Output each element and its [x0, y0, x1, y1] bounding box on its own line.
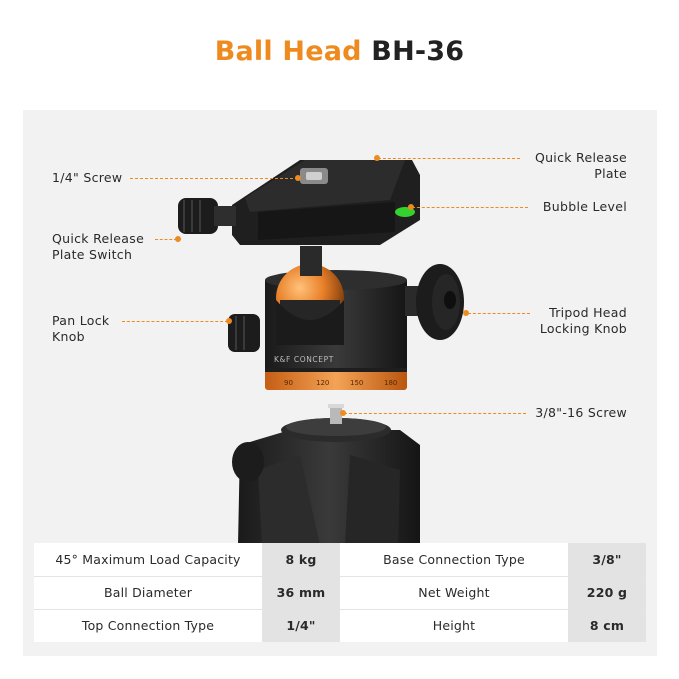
callout-qr-plate: Quick Release Plate: [535, 150, 627, 182]
quick-release-clamp: [232, 160, 420, 245]
table-row: Ball Diameter 36 mm Net Weight 220 g: [34, 576, 646, 610]
leader-line: [344, 413, 526, 414]
callout-pan-lock: Pan Lock Knob: [52, 313, 109, 345]
leader-line: [155, 239, 177, 240]
qr-switch-knob: [178, 198, 236, 234]
callout-pan-lock-line2: Knob: [52, 329, 85, 344]
tripod-base: [232, 404, 420, 545]
dial-mark: 150: [350, 379, 363, 387]
spec-label: 45° Maximum Load Capacity: [34, 543, 262, 577]
tripod-locking-knob: [405, 264, 464, 340]
title-model: BH-36: [371, 36, 465, 67]
callout-qr-switch-line2: Plate Switch: [52, 247, 133, 262]
spec-label: Net Weight: [340, 576, 568, 610]
leader-line: [122, 321, 228, 322]
dial-mark: 180: [384, 379, 397, 387]
spec-value: 1/4": [262, 609, 340, 642]
callout-dot: [175, 236, 181, 242]
dial-mark: 120: [316, 379, 329, 387]
callout-dot: [374, 155, 380, 161]
callout-qr-plate-line2: Plate: [594, 166, 627, 181]
callout-dot: [463, 310, 469, 316]
callout-dot: [408, 204, 414, 210]
spec-label: Ball Diameter: [34, 576, 262, 610]
spec-value: 36 mm: [262, 576, 340, 610]
spec-label: Base Connection Type: [340, 543, 568, 577]
callout-tripod-knob-line2: Locking Knob: [539, 321, 627, 336]
callout-dot: [340, 410, 346, 416]
spec-value: 8 kg: [262, 543, 340, 577]
callout-three-eighths-screw: 3/8"-16 Screw: [535, 405, 627, 420]
callout-dot: [226, 318, 232, 324]
callout-tripod-knob-line1: Tripod Head: [549, 305, 627, 320]
leader-line: [468, 313, 530, 314]
callout-tripod-knob: Tripod Head Locking Knob: [540, 305, 627, 337]
spec-value: 220 g: [568, 576, 646, 610]
pan-lock-knob: [228, 314, 260, 352]
leader-line: [378, 158, 520, 159]
callout-qr-plate-line1: Quick Release: [534, 150, 627, 165]
table-row: Top Connection Type 1/4" Height 8 cm: [34, 609, 646, 642]
page-title: Ball Head BH-36: [0, 36, 679, 67]
callout-qr-switch-line1: Quick Release: [52, 231, 145, 246]
title-accent: Ball Head: [214, 36, 362, 67]
spec-label: Height: [340, 609, 568, 642]
leader-line: [130, 178, 298, 179]
spec-table: 45° Maximum Load Capacity 8 kg Base Conn…: [34, 543, 646, 642]
callout-bubble-level: Bubble Level: [542, 199, 627, 214]
spec-value: 3/8": [568, 543, 646, 577]
panning-dial: 90 120 150 180: [265, 366, 407, 390]
table-row: 45° Maximum Load Capacity 8 kg Base Conn…: [34, 543, 646, 577]
brand-mark: K&F CONCEPT: [274, 355, 334, 364]
callout-pan-lock-line1: Pan Lock: [52, 313, 110, 328]
spec-label: Top Connection Type: [34, 609, 262, 642]
leader-line: [412, 207, 528, 208]
callout-quarter-screw: 1/4" Screw: [52, 170, 123, 185]
callout-qr-switch: Quick Release Plate Switch: [52, 231, 144, 263]
spec-value: 8 cm: [568, 609, 646, 642]
callout-dot: [295, 175, 301, 181]
dial-mark: 90: [284, 379, 293, 387]
